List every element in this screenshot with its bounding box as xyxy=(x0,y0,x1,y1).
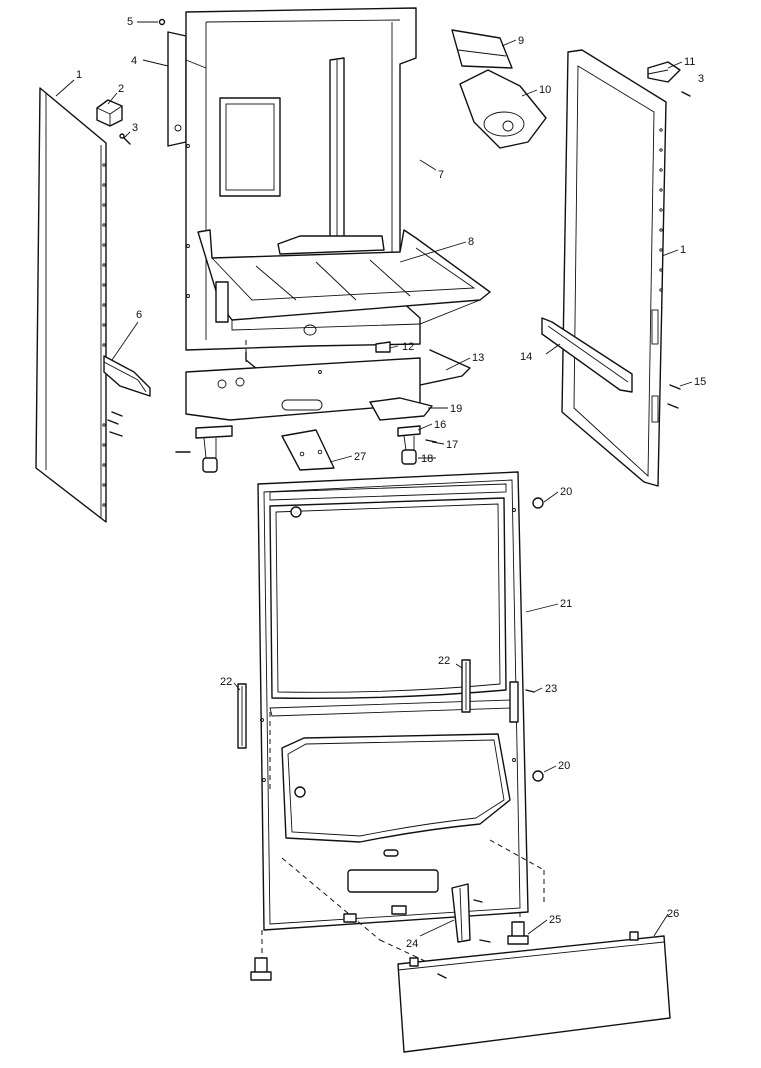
callout-21: 21 xyxy=(560,598,572,610)
callout-5: 5 xyxy=(127,16,133,28)
callout-10: 10 xyxy=(539,84,551,96)
door-catch xyxy=(509,681,535,723)
callout-24: 24 xyxy=(406,938,418,950)
callout-1-left: 1 xyxy=(76,69,82,81)
callout-20-bottom: 20 xyxy=(558,760,570,772)
left-rail-bracket xyxy=(103,355,151,437)
tray-assembly xyxy=(197,229,491,336)
callout-17: 17 xyxy=(446,439,458,451)
callout-20-top: 20 xyxy=(560,486,572,498)
callout-1-right: 1 xyxy=(680,244,686,256)
callout-27: 27 xyxy=(354,451,366,463)
screw-left-top xyxy=(119,133,131,145)
left-side-panel xyxy=(35,87,107,523)
callout-8: 8 xyxy=(468,236,474,248)
door-knob-top xyxy=(290,497,544,518)
callout-14: 14 xyxy=(520,351,532,363)
latch-left xyxy=(237,683,247,749)
right-rail-bracket xyxy=(541,317,681,409)
callout-11: 11 xyxy=(684,56,695,68)
callout-2: 2 xyxy=(118,83,124,95)
bottom-hinge xyxy=(343,883,491,943)
callout-18: 18 xyxy=(421,453,433,465)
base-bracket xyxy=(185,357,421,421)
callout-6: 6 xyxy=(136,309,142,321)
leveling-foot-left xyxy=(250,957,272,981)
right-wheel-assembly xyxy=(397,425,437,465)
latch-inner xyxy=(461,659,471,713)
callout-19: 19 xyxy=(450,403,462,415)
callout-26: 26 xyxy=(667,908,679,920)
callout-3-left: 3 xyxy=(132,122,138,134)
callout-23: 23 xyxy=(545,683,557,695)
callout-3-right: 3 xyxy=(698,73,704,85)
left-wheel-assembly xyxy=(175,425,233,473)
callout-4: 4 xyxy=(131,55,137,67)
hinge-bracket-top-left xyxy=(96,99,123,127)
support-plate xyxy=(369,397,433,421)
kick-panel xyxy=(397,931,671,1053)
callout-labels: 1 2 3 4 5 6 7 8 9 10 11 3 1 12 13 14 15 … xyxy=(76,16,706,950)
callout-7: 7 xyxy=(438,169,444,181)
leader-lines xyxy=(55,21,693,937)
leveling-foot-right xyxy=(507,921,529,945)
callout-9: 9 xyxy=(518,35,524,47)
drain-basin xyxy=(459,69,547,149)
callout-25: 25 xyxy=(549,914,561,926)
callout-13: 13 xyxy=(472,352,484,364)
callout-22-left: 22 xyxy=(220,676,232,688)
side-bracket xyxy=(158,18,187,147)
mounting-plate xyxy=(281,429,335,471)
callout-12: 12 xyxy=(402,341,414,353)
door-knob-bottom xyxy=(294,770,544,798)
hinge-bracket-top-right xyxy=(647,61,691,97)
callout-16: 16 xyxy=(434,419,446,431)
right-side-frame xyxy=(561,49,667,487)
callout-22-inner: 22 xyxy=(438,655,450,667)
callout-15: 15 xyxy=(694,376,706,388)
funnel-cover xyxy=(451,29,513,69)
